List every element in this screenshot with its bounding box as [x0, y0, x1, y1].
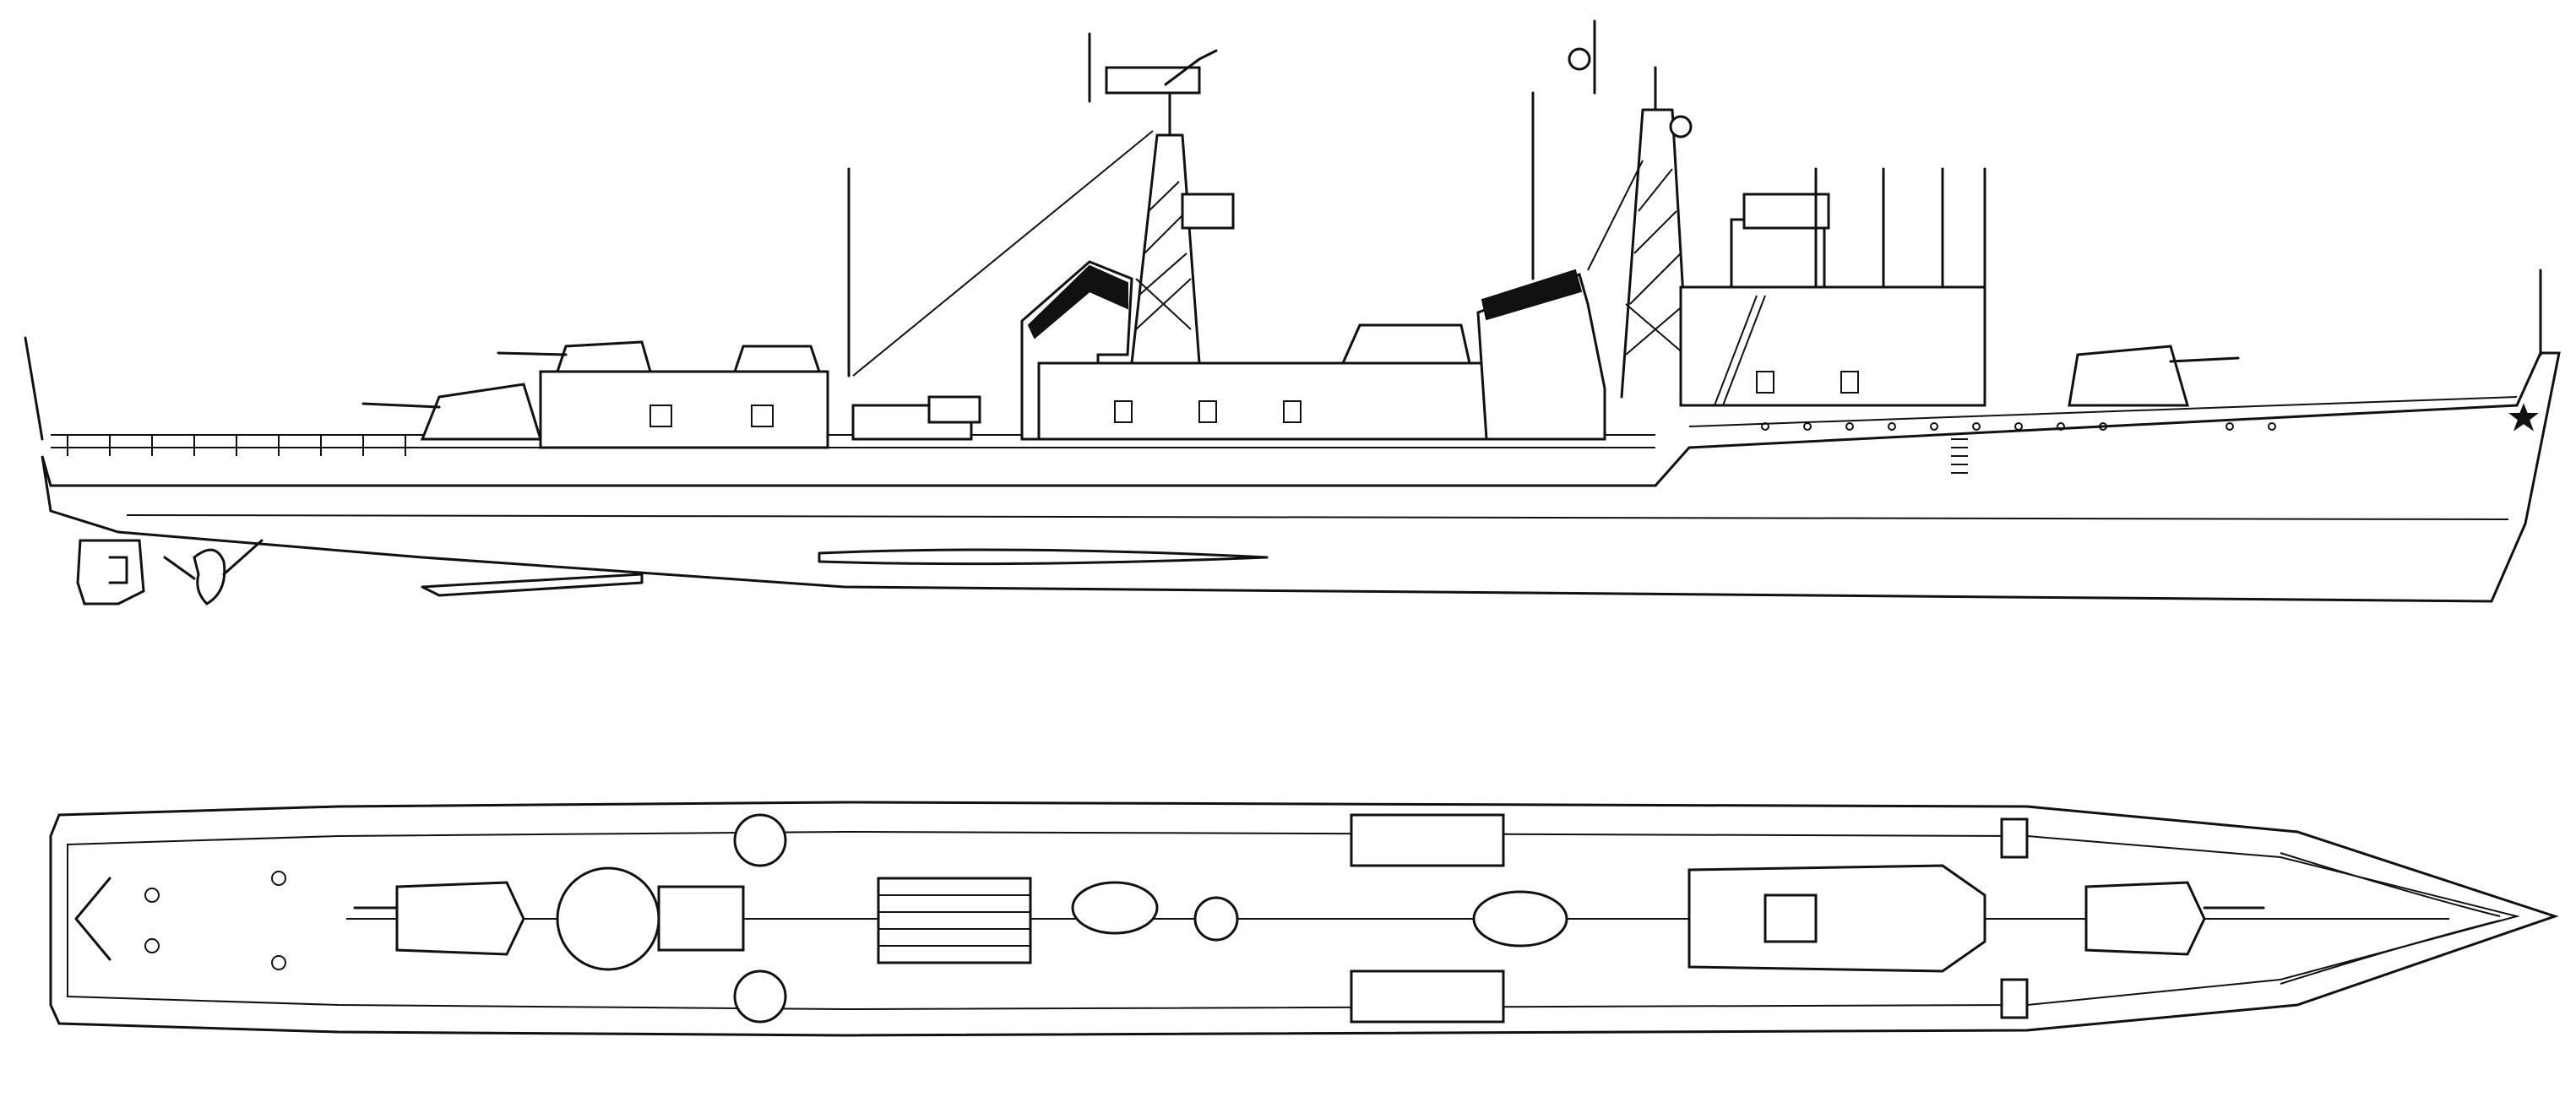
fore-mast	[1587, 66, 1693, 399]
bridge-block	[1679, 285, 1986, 407]
midship-window-3	[1283, 400, 1302, 423]
bilge-keel	[818, 548, 1269, 566]
red-star-icon	[2508, 403, 2539, 432]
bridge-window	[1756, 371, 1774, 394]
plan-view	[49, 801, 2559, 1037]
aft-superstructure	[539, 370, 829, 449]
plan-forecastle-hatches	[2000, 817, 2029, 1019]
rudder-notch	[108, 556, 128, 584]
propeller	[193, 548, 226, 606]
plan-aft-director	[556, 866, 660, 971]
plan-aft-funnel	[1071, 881, 1159, 935]
aft-funnel-cap	[1027, 264, 1128, 339]
aft-upper-gun-barrels	[497, 351, 568, 356]
aft-gun-turret	[420, 383, 543, 441]
midship-boat-davit	[1340, 323, 1471, 365]
plan-anchor-chain	[2280, 852, 2501, 985]
plan-boat-starboard	[1350, 969, 1505, 1024]
propeller-shaft-bracket	[163, 539, 264, 580]
draft-marks	[1951, 438, 1968, 474]
plan-bridge	[1687, 864, 1986, 973]
stern-flagstaff	[24, 336, 44, 441]
keel-skeg	[421, 573, 644, 597]
main-mast	[1088, 32, 1235, 365]
plan-torpedo-tubes	[877, 877, 1032, 964]
rudder	[76, 539, 145, 606]
plan-forward-turret	[2084, 881, 2206, 956]
antenna-dish	[1568, 47, 1591, 71]
deck-rail-stanchions	[67, 435, 406, 456]
mast-stay	[852, 130, 1154, 377]
portholes	[1761, 422, 2276, 431]
bridge-director	[1742, 193, 1830, 230]
plan-main-mast	[1193, 896, 1239, 942]
forecastle-rail	[1688, 396, 2518, 427]
plan-aa-mount-port	[733, 813, 787, 867]
forward-gun-barrels	[2169, 356, 2240, 363]
forward-funnel-cap	[1481, 269, 1583, 321]
hull	[41, 351, 2561, 603]
torpedo-launcher-2	[927, 395, 981, 424]
aft-gun-barrels	[361, 402, 441, 409]
hull-waterline	[126, 514, 2509, 520]
plan-aa-mount-starboard	[733, 969, 787, 1024]
bridge-window-2	[1840, 371, 1859, 394]
aft-superstructure-window-2	[751, 405, 774, 427]
plan-aft-turret	[395, 881, 525, 956]
plan-stern-anchor	[74, 877, 111, 961]
forward-gun-turret	[2068, 345, 2189, 407]
plan-boat-port	[1350, 813, 1505, 867]
midship-deckhouse	[1037, 361, 1497, 441]
profile-view	[24, 19, 2561, 606]
bridge-top	[1730, 218, 1826, 289]
midship-window	[1114, 400, 1133, 423]
plan-aft-deckhouse	[657, 885, 745, 952]
aft-upper-mount	[555, 340, 652, 373]
aft-director	[732, 345, 822, 373]
forward-funnel	[1476, 273, 1606, 441]
plan-bridge-director	[1764, 893, 1818, 943]
plan-bollards	[144, 871, 286, 970]
aft-superstructure-window	[649, 405, 672, 427]
midship-window-2	[1198, 400, 1217, 423]
plan-forward-funnel	[1472, 890, 1568, 948]
bridge-ladder	[1714, 295, 1766, 406]
